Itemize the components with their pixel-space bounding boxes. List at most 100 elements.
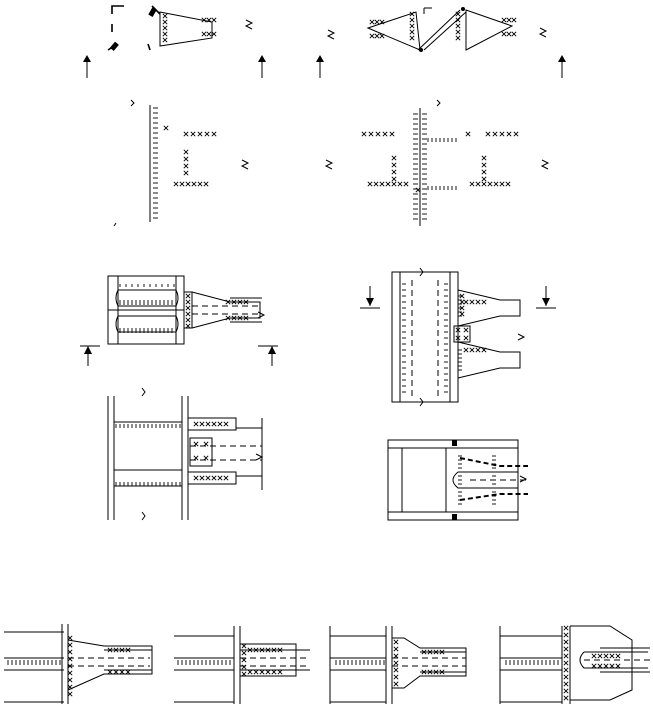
weld-mark <box>243 315 249 321</box>
weld-mark <box>393 646 399 652</box>
weld-mark <box>397 181 403 187</box>
weld-mark <box>197 131 203 137</box>
weld-mark <box>203 181 209 187</box>
weld-mark <box>237 315 243 321</box>
weld-mark <box>199 475 205 481</box>
weld-mark <box>439 649 445 655</box>
weld-mark <box>361 131 367 137</box>
weld-mark <box>603 663 609 669</box>
weld-mark <box>465 131 471 137</box>
weld-mark <box>389 131 395 137</box>
weld-mark <box>385 181 391 187</box>
weld-mark <box>481 176 487 182</box>
weld-mark <box>367 181 373 187</box>
weld-mark <box>469 299 475 305</box>
break-mark <box>244 19 254 30</box>
weld-mark <box>211 475 217 481</box>
weld-mark <box>193 455 199 461</box>
weld-mark <box>463 327 469 333</box>
weld-mark <box>455 11 461 17</box>
weld-mark <box>374 33 380 39</box>
weld-mark <box>247 669 253 675</box>
top-right-plan <box>316 7 566 78</box>
weld-mark <box>459 293 465 299</box>
mid-left-section <box>113 99 250 227</box>
weld-mark <box>183 149 189 155</box>
weld-mark <box>203 455 209 461</box>
weld-mark <box>179 181 185 187</box>
gusset-plate <box>465 9 514 51</box>
weld-mark <box>162 13 168 19</box>
weld-mark <box>409 29 415 35</box>
weld-mark <box>67 635 73 641</box>
weld-mark <box>185 293 191 299</box>
break-mark <box>240 159 250 170</box>
weld-mark <box>591 663 597 669</box>
weld-mark <box>369 19 375 25</box>
weld-mark <box>615 663 621 669</box>
weld-mark <box>455 23 461 29</box>
weld-mark <box>223 421 229 427</box>
weld-mark <box>487 181 493 187</box>
weld-mark <box>185 311 191 317</box>
weld-mark <box>463 335 469 341</box>
weld-mark <box>501 31 507 37</box>
weld-mark <box>259 669 265 675</box>
weld-mark <box>201 31 207 37</box>
weld-mark <box>513 131 519 137</box>
weld-mark <box>393 660 399 666</box>
weld-mark <box>463 347 469 353</box>
strip-1 <box>4 624 153 704</box>
weld-mark <box>243 299 249 305</box>
weld-mark <box>563 688 569 694</box>
break-mark <box>540 159 550 170</box>
section-arrow <box>258 55 266 78</box>
weld-mark <box>231 299 237 305</box>
weld-mark <box>481 347 487 353</box>
weld-mark <box>563 625 569 631</box>
weld-mark <box>505 181 511 187</box>
weld-mark <box>475 181 481 187</box>
weld-mark <box>193 475 199 481</box>
weld-mark <box>609 653 615 659</box>
weld-mark <box>277 647 283 653</box>
weld-mark <box>225 299 231 305</box>
weld-mark <box>481 169 487 175</box>
weld-mark <box>277 669 283 675</box>
weld-mark <box>481 162 487 168</box>
weld-mark <box>563 695 569 701</box>
section-arrow <box>80 345 100 366</box>
weld-mark <box>433 649 439 655</box>
weld-mark <box>475 299 481 305</box>
weld-mark <box>67 642 73 648</box>
weld-mark <box>265 669 271 675</box>
weld-mark <box>469 347 475 353</box>
weld-mark <box>217 475 223 481</box>
weld-mark <box>247 647 253 653</box>
weld-mark <box>591 653 597 659</box>
weld-mark <box>67 684 73 690</box>
weld-mark <box>241 657 247 663</box>
weld-mark <box>67 656 73 662</box>
weld-mark <box>199 421 205 427</box>
weld-mark <box>563 653 569 659</box>
strip-2 <box>174 626 310 704</box>
weld-mark <box>563 660 569 666</box>
weld-mark <box>107 647 113 653</box>
weld-mark <box>206 17 212 23</box>
weld-mark <box>393 667 399 673</box>
weld-mark <box>206 31 212 37</box>
weld-mark <box>191 181 197 187</box>
detail-d <box>387 439 530 521</box>
gusset-plate <box>159 11 213 47</box>
strip-3 <box>329 626 467 704</box>
weld-mark <box>241 671 247 677</box>
weld-mark <box>368 131 374 137</box>
weld-mark <box>163 125 169 131</box>
weld-mark <box>391 162 397 168</box>
weld-mark <box>409 11 415 17</box>
weld-mark <box>241 664 247 670</box>
weld-mark <box>459 305 465 311</box>
weld-mark <box>190 131 196 137</box>
weld-mark <box>241 650 247 656</box>
